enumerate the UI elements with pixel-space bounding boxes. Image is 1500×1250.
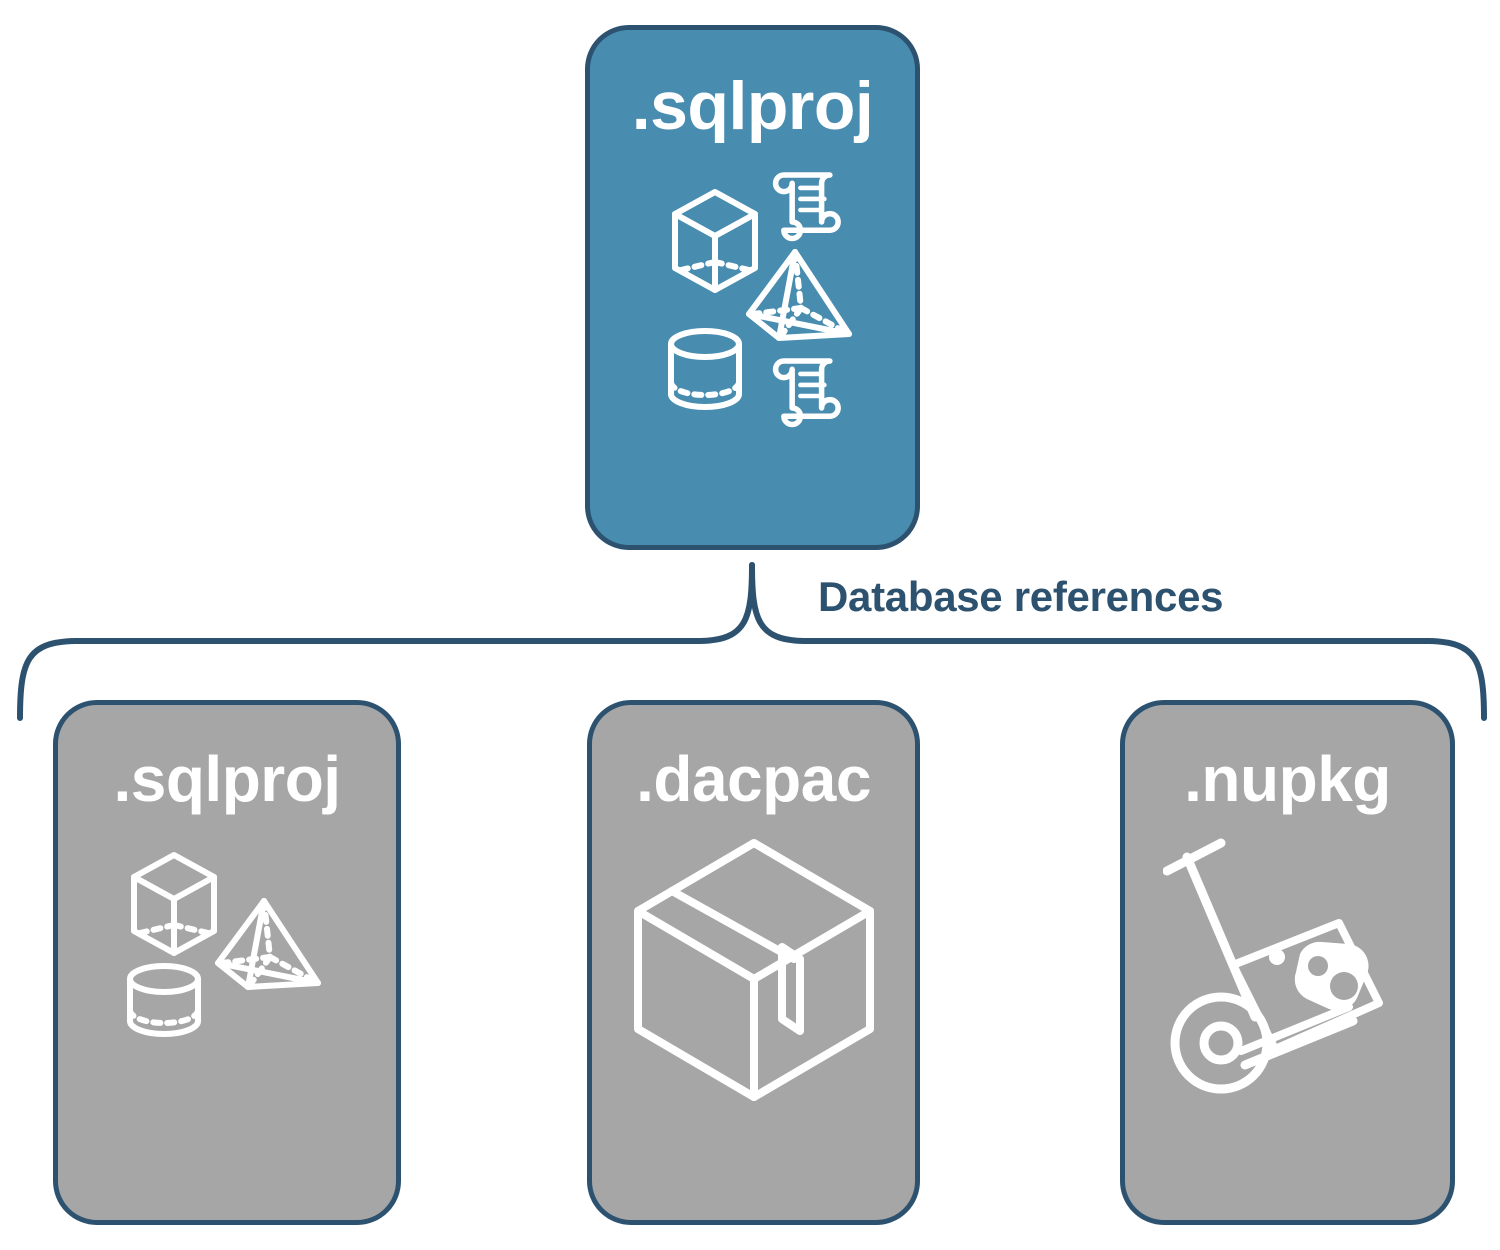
node-reference-sqlproj[interactable]: .sqlproj [53, 700, 401, 1225]
nuget-dots [1307, 956, 1358, 1000]
cylinder-icon [127, 963, 201, 1037]
node-dacpac-title: .dacpac [636, 743, 871, 815]
database-objects-icon [667, 172, 852, 428]
database-objects-icon [127, 852, 321, 1037]
sqlproj-icon-group [112, 839, 342, 1039]
node-nupkg-title: .nupkg [1184, 743, 1391, 815]
node-reference-dacpac[interactable]: .dacpac [587, 700, 920, 1225]
scroll-icon [772, 172, 841, 242]
hand-truck-icon [1162, 838, 1383, 1094]
package-box-icon [633, 839, 874, 1101]
dacpac-icon-group [624, 829, 884, 1109]
root-icon-group [653, 162, 853, 432]
node-root-title: .sqlproj [631, 68, 874, 144]
pyramid-icon [215, 898, 321, 990]
nupkg-icon-group [1162, 835, 1413, 1105]
connector-label: Database references [818, 573, 1224, 620]
node-root-sqlproj[interactable]: .sqlproj [585, 25, 920, 550]
scroll-icon [772, 358, 841, 428]
pyramid-icon [745, 249, 852, 341]
cube-icon [671, 189, 758, 293]
node-sqlproj-title: .sqlproj [113, 743, 341, 815]
cylinder-icon [667, 328, 742, 410]
nuget-package-icon [1294, 941, 1369, 1011]
cube-icon [131, 852, 217, 956]
nuget-small-dot [1268, 949, 1285, 965]
node-reference-nupkg[interactable]: .nupkg [1120, 700, 1455, 1225]
brace-left-branch [17, 562, 755, 721]
